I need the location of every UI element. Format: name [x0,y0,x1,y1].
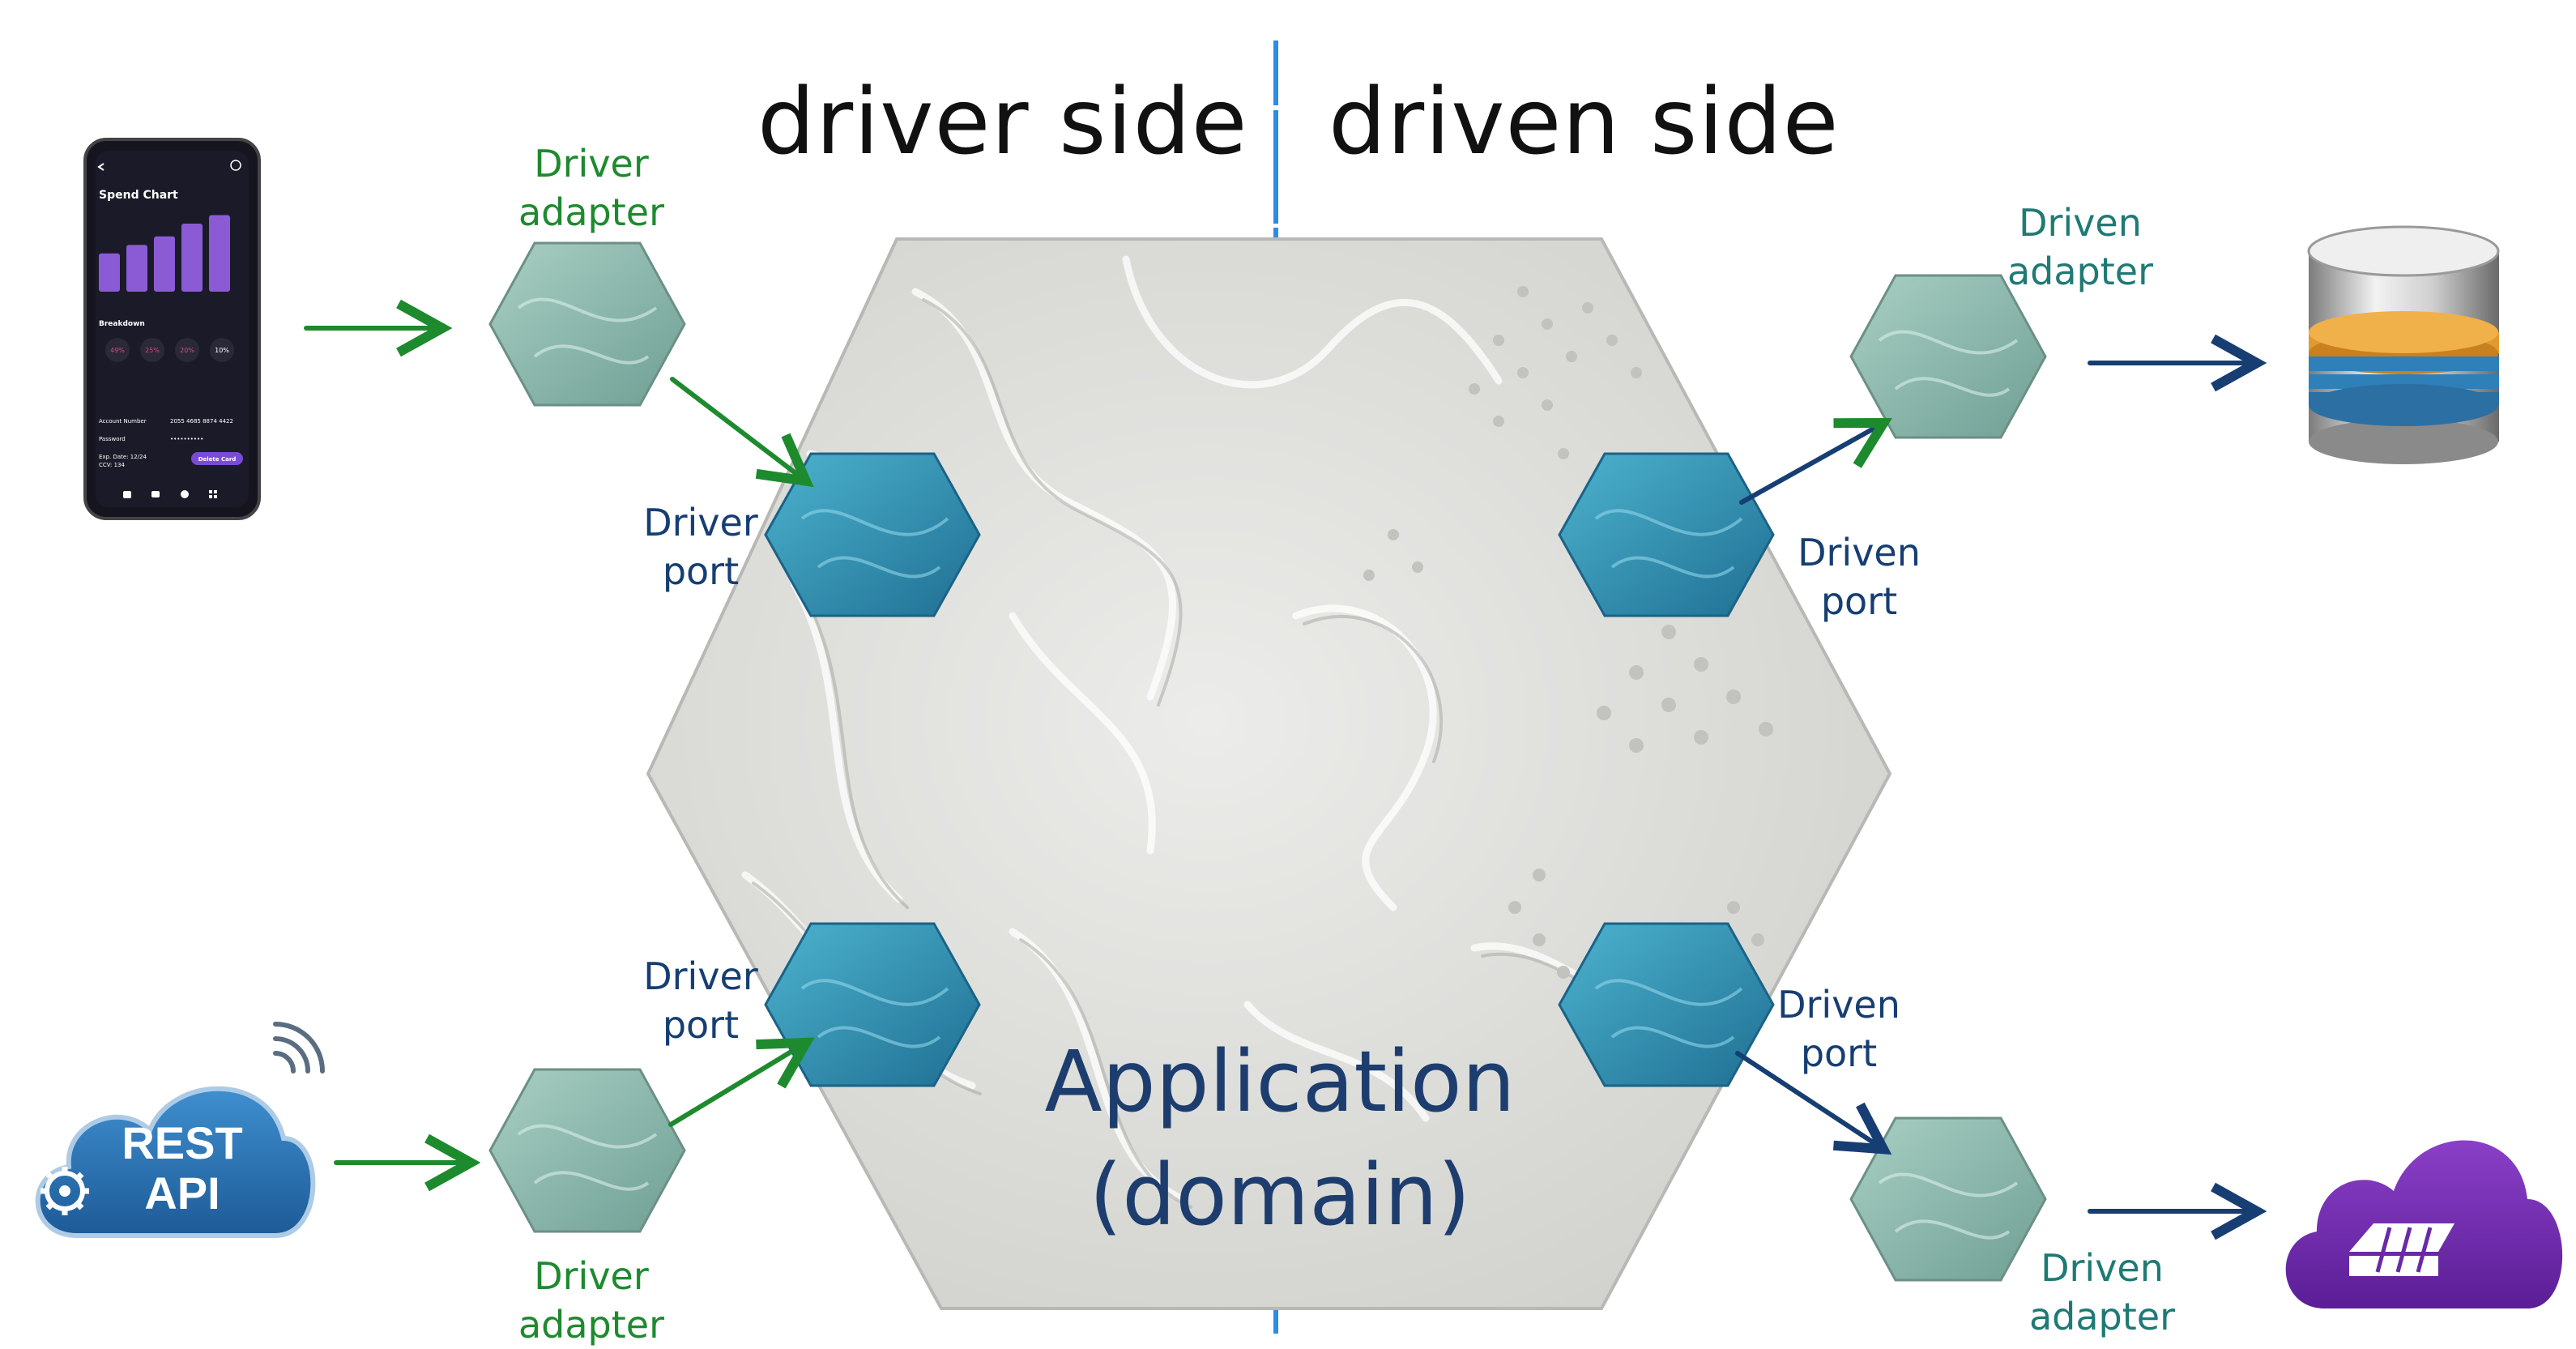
driver-port-top-line2: port [662,549,740,593]
phone-spend-bar [99,253,120,292]
phone-percent-circle [105,338,130,362]
driver-side-heading: driver side [757,70,1248,175]
phone-cvv: CCV: 134 [99,462,125,468]
phone-percent-circles: 49% 25% 20% 10% [105,338,234,362]
driven-adapter-bottom-line1: Driven [2041,1246,2164,1290]
driver-adapter-label-top: Driver adapter [510,139,672,237]
phone-percent-circle [210,338,234,362]
mobile-app-phone: Spend Chart Breakdown 49% 25% 20% 10% Accou… [83,138,261,520]
driver-port-top-line1: Driver [643,501,758,544]
driven-adapter-label-bottom: Driven adapter [2021,1244,2183,1341]
phone-breakdown-label: Breakdown [99,320,145,328]
phone-bottom-nav-icons [123,490,217,498]
gear-icon [41,1167,89,1215]
application-label-line1: Application [1044,1032,1516,1131]
driver-adapter-label-bottom: Driver adapter [510,1252,672,1349]
driven-adapter-label-top: Driven adapter [1999,199,2161,296]
phone-percent-circle [140,338,164,362]
phone-expiry-date: Exp. Date: 12/24 [99,454,147,460]
phone-spend-bar [154,236,175,292]
rest-api-cloud-icon: REST API [35,1022,325,1238]
arrow-driver-adapter-to-port-bottom [668,1045,802,1127]
driven-adapter-top-line1: Driven [2019,201,2142,245]
driver-adapter-top-line2: adapter [518,190,665,234]
rest-api-line1: REST [122,1117,242,1168]
driven-adapter-top-hexagon [1849,274,2047,439]
driven-port-label-top: Driven port [1778,528,1940,625]
phone-percent-circle [175,338,199,362]
driven-port-top-line2: port [1820,579,1898,623]
driver-port-label-top: Driver port [620,498,782,596]
phone-percent-value: 25% [145,347,160,354]
phone-password: •••••••••• [170,436,203,442]
arrow-driven-port-to-adapter-bottom [1735,1051,1879,1146]
phone-spend-bar [209,215,230,292]
driven-side-heading: driven side [1329,70,1840,175]
phone-account-number: 2055 4685 8874 4422 [170,418,233,425]
rest-api-line2: API [144,1168,220,1219]
wifi-signal-icon [273,1022,325,1074]
driver-port-bottom-line2: port [662,1003,740,1047]
driver-port-bottom-hexagon [764,922,981,1087]
driver-adapter-top-hexagon [488,241,686,407]
driver-adapter-bottom-line2: adapter [518,1303,665,1347]
driven-port-bottom-line2: port [1800,1031,1878,1075]
driven-port-bottom-hexagon [1558,922,1775,1087]
phone-spend-chart-title: Spend Chart [99,189,178,202]
arrow-driver-adapter-to-port-top [670,377,802,478]
phone-percent-value: 10% [215,347,229,354]
driver-port-label-bottom: Driver port [620,952,782,1049]
phone-percent-value: 49% [110,347,125,354]
driven-adapter-top-line2: adapter [2007,250,2154,293]
driven-port-bottom-line1: Driven [1777,983,1900,1027]
driver-port-bottom-line1: Driver [643,954,758,998]
driver-adapter-top-line1: Driver [534,142,649,186]
phone-account-number-label: Account Number [99,418,147,425]
driven-port-top-hexagon [1558,452,1775,617]
application-label-line2: (domain) [1089,1146,1471,1244]
driven-adapter-bottom-hexagon [1849,1116,2047,1282]
database-icon [2307,225,2500,464]
driven-port-label-bottom: Driven port [1758,980,1920,1078]
phone-percent-value: 20% [180,347,194,354]
phone-spend-bars [99,215,230,292]
driver-adapter-bottom-hexagon [488,1068,686,1233]
phone-delete-card-button [191,452,243,465]
phone-password-label: Password [99,436,126,442]
phone-spend-bar [181,224,203,292]
driver-port-top-hexagon [764,452,981,617]
phone-spend-bar [126,245,147,292]
driver-adapter-bottom-line1: Driver [534,1254,649,1298]
driven-port-top-line1: Driven [1798,531,1921,574]
arrow-driven-port-to-adapter-top [1739,425,1879,505]
driven-adapter-bottom-line2: adapter [2028,1295,2176,1338]
phone-delete-card-label: Delete Card [198,456,237,463]
application-domain-label: Application (domain) [996,1025,1563,1252]
cloud-storage-icon [2285,1140,2563,1308]
